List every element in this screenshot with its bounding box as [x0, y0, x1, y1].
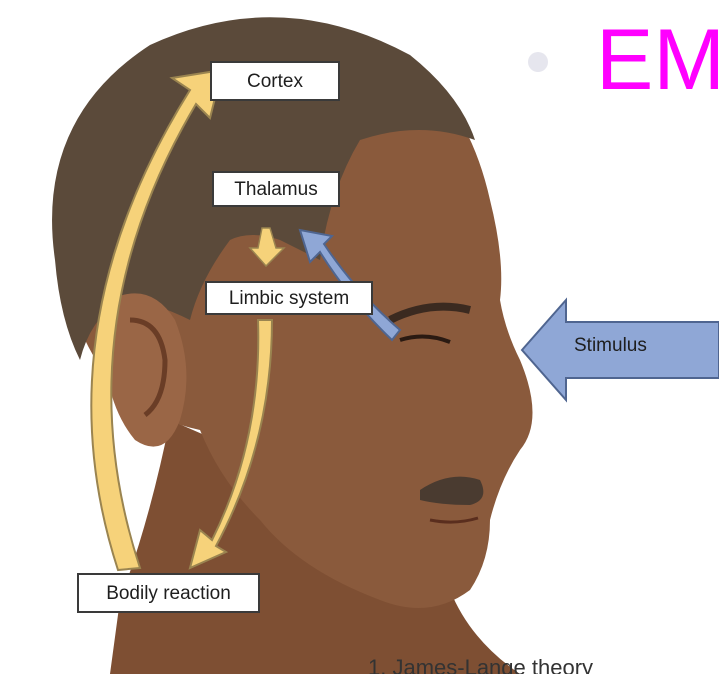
label-limbic-system: Limbic system	[205, 281, 373, 315]
bullet-dot-icon	[528, 52, 548, 72]
label-cortex: Cortex	[210, 61, 340, 101]
label-stimulus: Stimulus	[574, 335, 647, 357]
slide-heading: EM	[596, 10, 719, 110]
label-thalamus: Thalamus	[212, 171, 340, 207]
label-bodily-reaction: Bodily reaction	[77, 573, 260, 613]
diagram-caption: 1. James-Lange theory	[368, 655, 593, 674]
